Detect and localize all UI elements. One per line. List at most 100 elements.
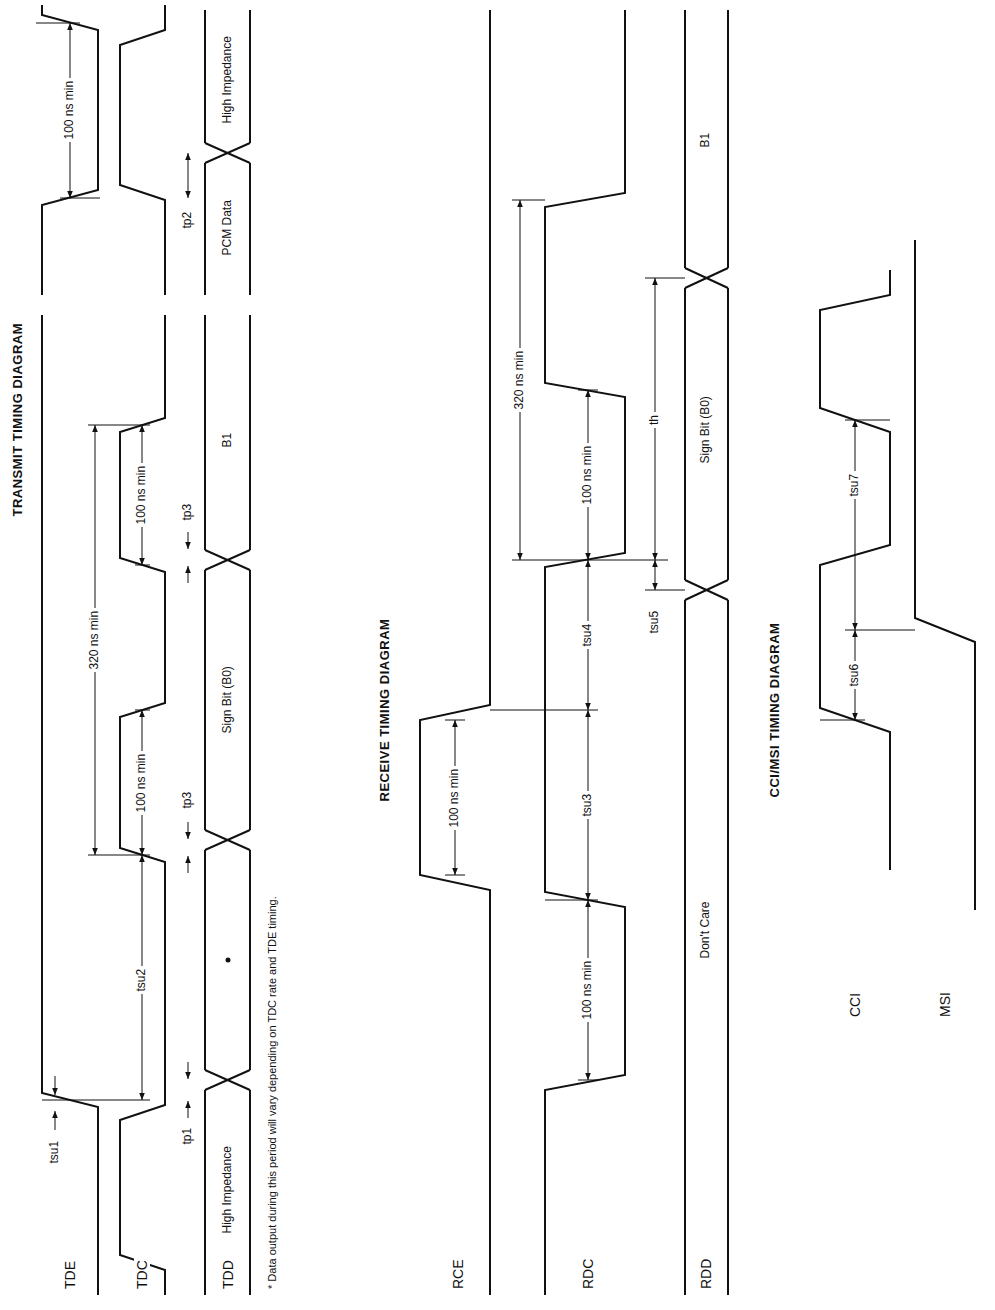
bus-waveform (727, 288, 729, 580)
extension-line (88, 425, 150, 426)
timing-pointer (55, 1111, 56, 1130)
timing-label: tsu1 (48, 1138, 62, 1167)
extension-line (60, 198, 100, 199)
bus-value: B1 (699, 130, 713, 151)
extension-line (645, 590, 685, 591)
bus-waveform (727, 600, 729, 1295)
bus-waveform (205, 830, 250, 850)
timing-pointer (188, 1101, 189, 1118)
signal-name: RDC (580, 1256, 596, 1292)
signal-name: RDD (698, 1256, 714, 1292)
timing-pointer (188, 566, 189, 583)
signal-name: TDC (134, 1257, 150, 1292)
timing-label: 100 ns min (448, 766, 462, 831)
timing-pointer (188, 1062, 189, 1079)
bus-waveform (205, 550, 250, 570)
dimension-arrow (855, 420, 856, 630)
bus-waveform (205, 143, 250, 163)
bus-waveform (249, 1090, 251, 1295)
timing-label: tsu6 (848, 661, 862, 690)
extension-line (42, 1100, 150, 1101)
bus-waveform (205, 830, 250, 850)
bus-waveform (249, 163, 251, 295)
timing-pointer (55, 1076, 56, 1095)
signal-waveform (120, 5, 165, 295)
timing-label: 320 ns min (88, 608, 102, 673)
bus-value: High Impedance (221, 33, 235, 126)
timing-label: 100 ns min (63, 78, 77, 143)
extension-line (545, 900, 598, 901)
timing-label: tsu3 (581, 791, 595, 820)
timing-label: tp3 (181, 789, 195, 812)
bus-waveform (205, 550, 250, 570)
bus-waveform (685, 268, 728, 288)
bus-waveform (205, 1070, 250, 1090)
signal-waveform (820, 270, 890, 870)
signal-name: CCI (847, 990, 863, 1020)
bus-waveform (685, 580, 728, 600)
bus-value: Sign Bit (B0) (221, 663, 235, 736)
bus-waveform (249, 315, 251, 550)
bus-value: Sign Bit (B0) (699, 393, 713, 466)
extension-line (88, 855, 150, 856)
timing-label: tp3 (181, 501, 195, 524)
extension-line (490, 710, 598, 711)
bus-waveform (205, 1070, 250, 1090)
bus-waveform (204, 10, 206, 143)
bus-waveform (249, 570, 251, 830)
bus-value: Don't Care (699, 899, 713, 962)
timing-label: 100 ns min (135, 751, 149, 816)
bus-waveform (249, 850, 251, 1070)
signal-name: TDE (62, 1258, 78, 1292)
section-title: RECEIVE TIMING DIAGRAM (378, 616, 393, 805)
timing-pointer (188, 856, 189, 873)
timing-pointer (188, 532, 189, 549)
bus-waveform (727, 10, 729, 268)
extension-line (645, 278, 685, 279)
timing-label: tsu4 (581, 621, 595, 650)
bus-waveform (684, 10, 686, 268)
bus-value: B1 (221, 430, 235, 451)
signal-waveform (420, 10, 490, 1295)
timing-label: tp1 (181, 1125, 195, 1148)
timing-label: 100 ns min (581, 958, 595, 1023)
bus-waveform (684, 600, 686, 1295)
timing-label: 320 ns min (513, 348, 527, 413)
signal-waveform (545, 10, 625, 1295)
timing-label: 100 ns min (581, 443, 595, 508)
extension-line (845, 420, 890, 421)
timing-label: tsu2 (135, 966, 149, 995)
extension-line (820, 720, 865, 721)
signal-name: RCE (450, 1256, 466, 1292)
bus-waveform (204, 1090, 206, 1295)
note-mark (226, 958, 231, 963)
bus-waveform (204, 315, 206, 550)
signal-waveform (42, 5, 98, 295)
extension-line (512, 560, 668, 561)
section-title: CCI/MSI TIMING DIAGRAM (768, 620, 783, 801)
bus-value: PCM Data (221, 197, 235, 258)
bus-waveform (204, 850, 206, 1070)
dimension-arrow (655, 560, 656, 590)
bus-waveform (204, 163, 206, 295)
bus-value: High Impedance (221, 1143, 235, 1236)
section-title: TRANSMIT TIMING DIAGRAM (11, 320, 26, 519)
timing-label: tp2 (181, 209, 195, 232)
signal-name: MSI (937, 989, 953, 1020)
timing-label: 100 ns min (135, 463, 149, 528)
signal-waveform (42, 315, 98, 1295)
extension-line (512, 200, 545, 201)
signal-waveform (915, 240, 975, 910)
bus-waveform (684, 288, 686, 580)
extension-line (36, 23, 80, 24)
footnote: * Data output during this period will va… (266, 893, 279, 1292)
bus-waveform (249, 10, 251, 143)
timing-label: tsu7 (848, 471, 862, 500)
bus-waveform (205, 143, 250, 163)
timing-label: tsu5 (648, 608, 662, 637)
timing-label: th (648, 412, 662, 428)
bus-waveform (685, 580, 728, 600)
bus-waveform (204, 570, 206, 830)
